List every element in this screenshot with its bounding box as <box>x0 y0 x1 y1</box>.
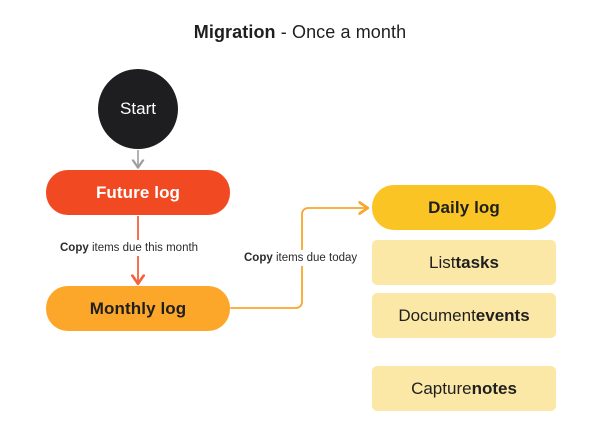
list-item-text: Capture <box>411 378 472 398</box>
node-future-log[interactable]: Future log <box>46 170 230 215</box>
node-start[interactable]: Start <box>98 69 178 149</box>
title-rest: - Once a month <box>275 22 407 42</box>
list-item-emphasis: events <box>475 305 530 325</box>
edge-label-copy-items-due-today: Copy items due today <box>240 250 362 266</box>
node-future-log-label: Future log <box>95 182 181 202</box>
title-strong: Migration <box>193 22 276 42</box>
node-daily-log-label: Daily log <box>428 197 500 217</box>
page-title: Migration - Once a month <box>0 22 600 43</box>
list-item-text: Document <box>398 305 476 325</box>
list-item-emphasis: tasks <box>455 252 499 272</box>
list-item-emphasis: notes <box>471 378 517 398</box>
edge-label-rest: items due this month <box>88 242 199 254</box>
edge-label-strong: Copy <box>244 252 273 264</box>
node-start-label: Start <box>120 99 156 118</box>
node-monthly-log[interactable]: Monthly log <box>46 286 230 331</box>
list-item[interactable]: Capture notes <box>372 366 556 411</box>
list-item[interactable]: List tasks <box>372 240 556 285</box>
edge-label-copy-items-due-this-month: Copy items due this month <box>56 240 203 256</box>
edge-label-strong: Copy <box>60 242 89 254</box>
list-item-text: List <box>429 252 456 272</box>
node-monthly-log-label: Monthly log <box>89 298 187 318</box>
edge-label-rest: items due today <box>272 252 358 264</box>
node-daily-log[interactable]: Daily log <box>372 185 556 230</box>
list-item[interactable]: Document events <box>372 293 556 338</box>
